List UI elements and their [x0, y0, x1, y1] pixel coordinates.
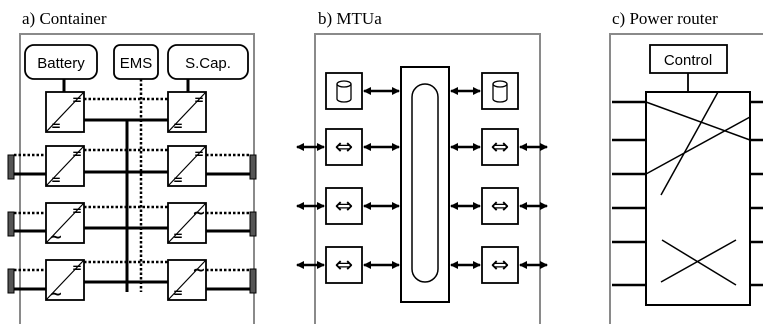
ems-comm-lines	[14, 79, 250, 292]
svg-text:=: =	[72, 261, 82, 275]
battery-label: Battery	[37, 55, 85, 72]
panel-b-frame	[314, 33, 541, 324]
link-unit: ⇔	[481, 246, 519, 284]
svg-text:⇔: ⇔	[335, 253, 353, 278]
svg-text:~: ~	[192, 203, 205, 222]
panel-c-frame	[609, 33, 763, 324]
central-bus-core	[411, 83, 439, 283]
control-box: Control	[649, 44, 728, 74]
converter-dc-dc: = =	[167, 145, 207, 187]
svg-text:~: ~	[49, 284, 62, 303]
svg-text:=: =	[173, 286, 183, 300]
converter-dc-dc: = =	[167, 91, 207, 133]
storage-unit-left	[325, 72, 363, 110]
svg-text:=: =	[72, 147, 82, 161]
converter-dc-dc: = =	[45, 91, 85, 133]
svg-text:=: =	[173, 229, 183, 243]
panel-container: a) Container Battery EMS S.Cap.	[7, 9, 257, 324]
svg-text:=: =	[194, 93, 204, 107]
port-terminals	[7, 154, 257, 294]
link-unit: ⇔	[481, 128, 519, 166]
ems-label: EMS	[120, 55, 153, 72]
control-label: Control	[664, 52, 712, 69]
link-unit: ⇔	[481, 187, 519, 225]
converter-dc-dc: = =	[45, 145, 85, 187]
converter-dc-ac: = ~	[45, 202, 85, 246]
svg-text:=: =	[173, 173, 183, 187]
svg-text:~: ~	[49, 227, 62, 246]
svg-text:=: =	[173, 119, 183, 133]
external-port-lines	[14, 172, 250, 291]
switch-matrix	[645, 91, 751, 306]
svg-text:⇔: ⇔	[335, 135, 353, 160]
panel-power-router: c) Power router Control	[609, 9, 763, 324]
converter-dc-ac: ~ =	[167, 202, 207, 244]
svg-text:=: =	[51, 119, 61, 133]
svg-text:⇔: ⇔	[491, 194, 509, 219]
panel-a-title: a) Container	[22, 9, 107, 28]
routing-paths	[645, 91, 751, 286]
converter-dc-ac: = ~	[45, 259, 85, 303]
link-unit: ⇔	[325, 246, 363, 284]
bidirectional-arrows	[296, 87, 548, 269]
link-unit: ⇔	[325, 187, 363, 225]
svg-text:⇔: ⇔	[491, 253, 509, 278]
svg-text:⇔: ⇔	[491, 135, 509, 160]
converter-dc-ac: ~ =	[167, 259, 207, 301]
supercap-label: S.Cap.	[185, 55, 231, 72]
battery-box: Battery	[24, 44, 98, 80]
link-unit: ⇔	[325, 128, 363, 166]
svg-text:=: =	[72, 204, 82, 218]
supercap-box: S.Cap.	[167, 44, 249, 80]
router-ports	[612, 100, 763, 287]
panel-mtua: b) MTUa ⇔ ⇔ ⇔ ⇔ ⇔ ⇔	[296, 9, 548, 324]
svg-text:~: ~	[192, 260, 205, 279]
ems-box: EMS	[113, 44, 159, 80]
storage-unit-right	[481, 72, 519, 110]
svg-text:=: =	[72, 93, 82, 107]
svg-text:=: =	[51, 173, 61, 187]
svg-text:=: =	[194, 147, 204, 161]
panel-c-title: c) Power router	[612, 9, 718, 28]
panel-b-title: b) MTUa	[318, 9, 382, 28]
svg-text:⇔: ⇔	[335, 194, 353, 219]
